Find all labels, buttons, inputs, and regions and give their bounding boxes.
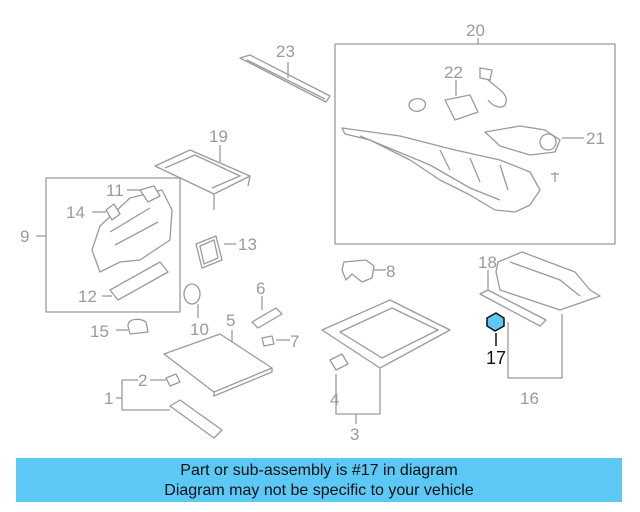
part-10: 10 xyxy=(183,283,209,339)
part-17-highlighted: 17 xyxy=(486,312,506,368)
callout-6: 6 xyxy=(256,279,265,298)
callout-23: 23 xyxy=(276,42,295,61)
callout-19: 19 xyxy=(209,127,228,146)
callout-4: 4 xyxy=(330,390,339,409)
callout-15: 15 xyxy=(90,322,109,341)
callout-7: 7 xyxy=(290,332,299,351)
part-8: 8 xyxy=(341,259,395,283)
callout-13: 13 xyxy=(238,235,257,254)
callout-20: 20 xyxy=(466,21,485,40)
part-3-group: 4 3 xyxy=(321,299,451,444)
callout-10: 10 xyxy=(190,320,209,339)
part-1-group: 1 2 xyxy=(104,333,273,439)
part-6: 6 xyxy=(251,279,283,329)
callout-1: 1 xyxy=(104,389,113,408)
callout-16: 16 xyxy=(520,389,539,408)
callout-9: 9 xyxy=(20,227,29,246)
callout-18: 18 xyxy=(478,253,497,272)
highlight-part-17 xyxy=(486,312,505,332)
callout-21: 21 xyxy=(586,129,605,148)
callout-22: 22 xyxy=(444,63,463,82)
part-19: 19 xyxy=(154,127,251,210)
callout-3: 3 xyxy=(350,425,359,444)
part-20-group: 20 22 21 xyxy=(334,21,616,245)
callout-11: 11 xyxy=(106,181,124,200)
part-13: 13 xyxy=(195,235,257,269)
callout-14: 14 xyxy=(66,203,85,222)
callout-5: 5 xyxy=(226,311,235,330)
callout-2: 2 xyxy=(138,371,147,390)
part-7: 7 xyxy=(261,332,299,351)
info-banner: Part or sub-assembly is #17 in diagram D… xyxy=(16,458,622,502)
banner-line-2: Diagram may not be specific to your vehi… xyxy=(164,482,474,499)
banner-line-1: Part or sub-assembly is #17 in diagram xyxy=(180,462,458,479)
callout-12: 12 xyxy=(78,287,97,306)
callout-8: 8 xyxy=(386,262,395,281)
part-15: 15 xyxy=(90,318,149,341)
part-23: 23 xyxy=(239,42,331,103)
callout-17: 17 xyxy=(486,348,506,368)
part-9-group: 9 11 14 12 xyxy=(20,177,181,313)
part-16-group: 18 16 xyxy=(478,251,601,408)
